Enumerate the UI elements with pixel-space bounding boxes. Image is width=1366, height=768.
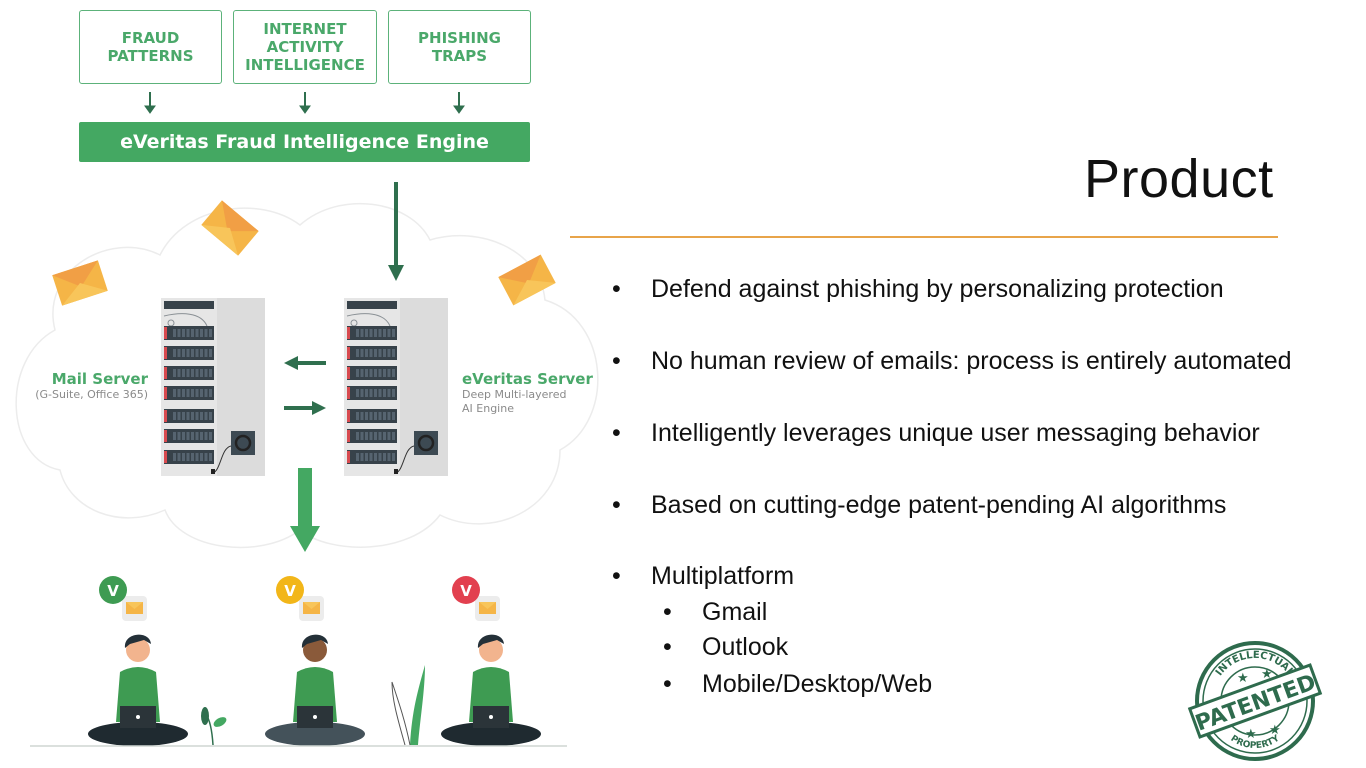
bullet-text: Intelligently leverages unique user mess… [651, 419, 1260, 447]
arrow-down-icon [299, 92, 311, 114]
user-figure: V [441, 576, 541, 746]
arrow-right-icon [284, 401, 326, 415]
everitas-server-label: eVeritas Server Deep Multi-layered AI En… [462, 370, 602, 416]
everitas-server-rack [344, 298, 448, 476]
source-label: INTELLIGENCE [245, 56, 365, 74]
source-label: TRAPS [431, 47, 488, 65]
server-unit [164, 326, 214, 340]
bullet-text: Defend against phishing by personalizing… [651, 275, 1224, 303]
server-unit [347, 326, 397, 340]
server-unit [164, 409, 214, 423]
bullet-text: Gmail [702, 598, 768, 626]
verification-badge-red: V [452, 576, 480, 604]
plant-icon [201, 707, 227, 746]
server-unit [164, 450, 214, 464]
engine-label: eVeritas Fraud Intelligence Engine [120, 131, 489, 153]
server-unit [164, 366, 214, 380]
mail-server-rack [161, 298, 265, 476]
bullet-dot: • [663, 670, 672, 698]
server-unit [347, 346, 397, 360]
fraud-intelligence-engine-bar: eVeritas Fraud Intelligence Engine [79, 122, 530, 162]
star-icon: ★ ★ ★ ★ [1237, 667, 1281, 742]
bullet-dot: • [663, 598, 672, 626]
bullet-dot: • [612, 347, 621, 375]
slide-title: Product [1084, 149, 1274, 209]
verification-badge-yellow: V [276, 576, 304, 604]
svg-text:★: ★ [1237, 671, 1249, 686]
patented-stamp: INTELLECTUAL PROPERTY ★★★★ PATENTED [1187, 641, 1323, 761]
everitas-server-subtitle: Deep Multi-layered [462, 388, 567, 401]
mail-icon [475, 596, 500, 621]
user-figure: V [265, 576, 365, 746]
bullet-text: Based on cutting-edge patent-pending AI … [651, 491, 1227, 519]
source-label: PATTERNS [107, 47, 194, 65]
source-label: FRAUD [121, 29, 180, 47]
svg-text:V: V [460, 582, 472, 600]
laptop-icon [297, 706, 333, 728]
user-figure: V [88, 576, 188, 746]
mail-icon [122, 596, 147, 621]
laptop-icon [473, 706, 509, 728]
source-label: ACTIVITY [266, 38, 344, 56]
server-unit [347, 409, 397, 423]
mail-server-subtitle: (G-Suite, Office 365) [35, 388, 148, 401]
server-unit [164, 346, 214, 360]
envelope-icon [498, 254, 556, 306]
everitas-server-title: eVeritas Server [462, 370, 593, 388]
fan-icon [414, 431, 438, 455]
source-label: INTERNET [263, 20, 347, 38]
verification-badge-green: V [99, 576, 127, 604]
stamp-banner [1187, 663, 1323, 739]
mail-server-title: Mail Server [51, 370, 148, 388]
mail-server-label: Mail Server (G-Suite, Office 365) [20, 370, 148, 402]
fan-icon [231, 431, 255, 455]
arrow-down-icon [388, 182, 404, 281]
server-unit [347, 429, 397, 443]
svg-text:V: V [284, 582, 296, 600]
arrow-left-icon [284, 356, 326, 370]
server-unit [164, 429, 214, 443]
plant-icon [391, 665, 425, 746]
server-unit [347, 450, 397, 464]
laptop-icon [120, 706, 156, 728]
bullet-dot: • [663, 633, 672, 661]
svg-text:★: ★ [1269, 723, 1281, 738]
bullet-dot: • [612, 562, 621, 590]
bullet-text: No human review of emails: process is en… [651, 347, 1292, 375]
mail-icon [299, 596, 324, 621]
bullet-dot: • [612, 275, 621, 303]
server-unit [347, 366, 397, 380]
arrow-down-icon [453, 92, 465, 114]
bullet-text: Mobile/Desktop/Web [702, 670, 933, 698]
arrow-down-icon [144, 92, 156, 114]
server-unit [164, 386, 214, 400]
title-divider [570, 236, 1278, 238]
bullet-dot: • [612, 491, 621, 519]
server-unit [347, 386, 397, 400]
everitas-server-subtitle: AI Engine [462, 402, 514, 415]
bullet-text: Multiplatform [651, 562, 795, 590]
envelope-icon [52, 260, 108, 306]
bullet-text: Outlook [702, 633, 789, 661]
bullet-dot: • [612, 419, 621, 447]
source-label: PHISHING [418, 29, 501, 47]
arrow-down-icon [290, 468, 320, 552]
svg-text:★: ★ [1261, 667, 1273, 682]
svg-text:V: V [107, 582, 119, 600]
svg-text:★: ★ [1245, 727, 1257, 742]
